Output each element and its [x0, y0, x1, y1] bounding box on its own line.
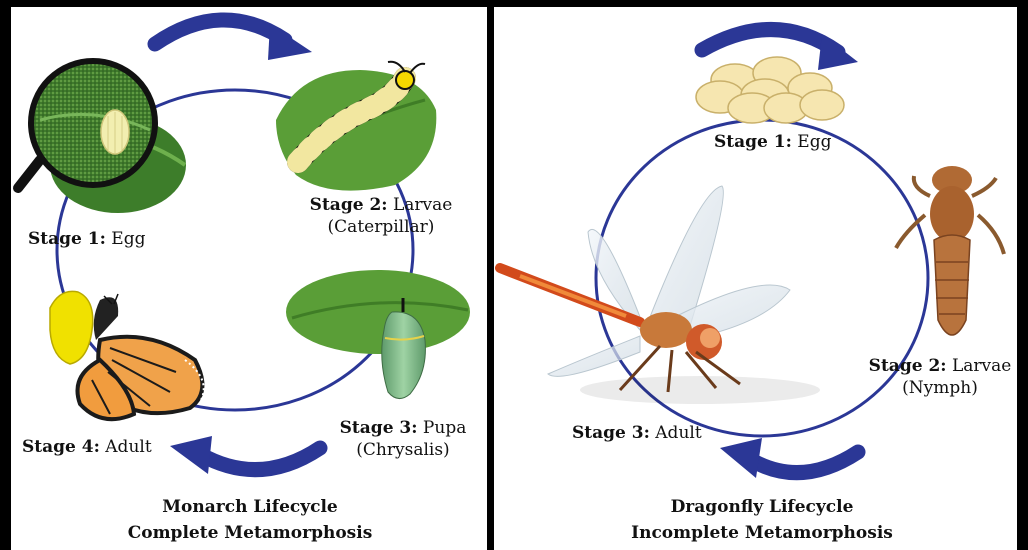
dragonfly-icon — [500, 186, 820, 404]
monarch-stage4-label: Stage 4: Adult — [22, 436, 152, 458]
monarch-stage3-bold: Stage 3: — [340, 418, 418, 438]
monarch-stage2-label: Stage 2: Larvae (Caterpillar) — [296, 194, 466, 238]
dragonfly-stage2-sub: (Nymph) — [862, 377, 1018, 399]
monarch-stage2-text: Larvae — [388, 195, 453, 215]
monarch-subtitle: Complete Metamorphosis — [60, 520, 440, 546]
dragonfly-stage1-text: Egg — [792, 132, 832, 152]
monarch-stage1-bold: Stage 1: — [28, 229, 106, 249]
dragonfly-subtitle: Incomplete Metamorphosis — [572, 520, 952, 546]
monarch-stage3-sub: (Chrysalis) — [328, 439, 478, 461]
caterpillar-icon — [276, 62, 436, 191]
monarch-stage2-bold: Stage 2: — [310, 195, 388, 215]
dragonfly-stage3-bold: Stage 3: — [572, 423, 650, 443]
monarch-caption: Monarch Lifecycle Complete Metamorphosis — [60, 494, 440, 546]
magnifier-egg-icon — [18, 61, 186, 213]
cycle-arrow-icon — [170, 436, 320, 474]
chrysalis-icon — [286, 270, 470, 399]
monarch-stage4-text: Adult — [100, 437, 152, 457]
cycle-arrow-icon — [155, 20, 312, 60]
dragonfly-title: Dragonfly Lifecycle — [572, 494, 952, 520]
monarch-stage1-label: Stage 1: Egg — [28, 228, 145, 250]
dragonfly-stage1-label: Stage 1: Egg — [714, 131, 831, 153]
monarch-stage3-text: Pupa — [418, 418, 467, 438]
dragonfly-stage2-text: Larvae — [947, 356, 1012, 376]
butterfly-icon — [50, 291, 204, 419]
dragonfly-caption: Dragonfly Lifecycle Incomplete Metamorph… — [572, 494, 952, 546]
dragonfly-stage1-bold: Stage 1: — [714, 132, 792, 152]
dragonfly-stage3-label: Stage 3: Adult — [572, 422, 702, 444]
monarch-title: Monarch Lifecycle — [60, 494, 440, 520]
cycle-arrow-icon — [720, 438, 858, 478]
dragonfly-stage3-text: Adult — [650, 423, 702, 443]
monarch-stage4-bold: Stage 4: — [22, 437, 100, 457]
dragonfly-stage2-label: Stage 2: Larvae (Nymph) — [862, 355, 1018, 399]
nymph-icon — [896, 166, 1004, 335]
monarch-stage1-text: Egg — [106, 229, 146, 249]
dragonfly-stage2-bold: Stage 2: — [869, 356, 947, 376]
monarch-stage2-sub: (Caterpillar) — [296, 216, 466, 238]
monarch-stage3-label: Stage 3: Pupa (Chrysalis) — [328, 417, 478, 461]
